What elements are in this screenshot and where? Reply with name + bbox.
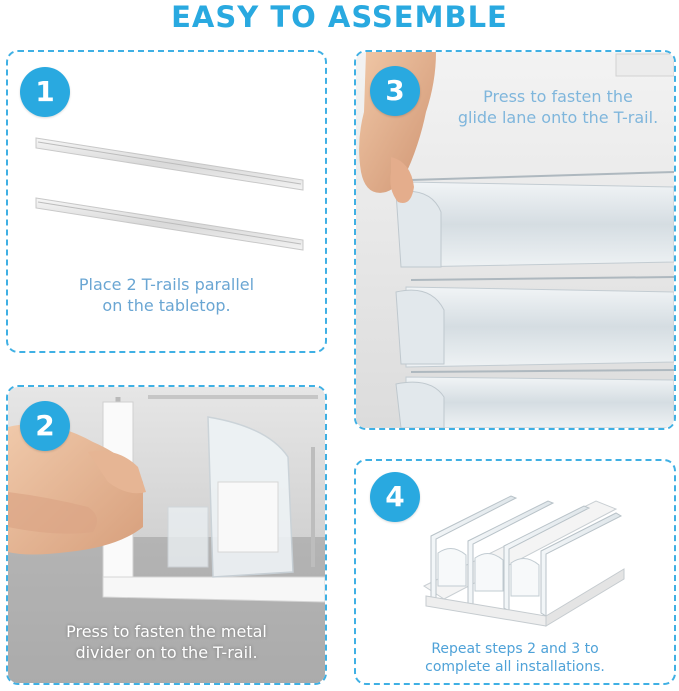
t-rail-bottom <box>35 197 304 251</box>
step-3-badge: 3 <box>370 66 420 116</box>
step-2-panel: 2 Press to fasten the metal <box>6 385 327 685</box>
t-rail-top <box>35 137 304 191</box>
step-4-badge: 4 <box>370 472 420 522</box>
step-1-badge: 1 <box>20 67 70 117</box>
step-3-panel: 3 <box>354 50 676 430</box>
step-1-panel: 1 Place 2 T-rails parallel on the tablet… <box>6 50 327 353</box>
glide-lane-2 <box>395 286 674 368</box>
t-rails-illustration <box>35 137 304 251</box>
step-2-caption: Press to fasten the metal divider on to … <box>66 622 267 662</box>
step-1-caption: Place 2 T-rails parallel on the tabletop… <box>78 275 255 315</box>
step-4-caption: Repeat steps 2 and 3 to complete all ins… <box>425 641 605 675</box>
step-3-caption: Press to fasten the glide lane onto the … <box>457 87 659 127</box>
step-2-badge: 2 <box>20 401 70 451</box>
glide-lane-1 <box>395 181 674 268</box>
glide-lane-photo <box>356 52 674 428</box>
glide-lane-3 <box>395 376 674 428</box>
page-title: EASY TO ASSEMBLE <box>171 0 508 34</box>
assembled-organizer-illustration <box>422 495 625 627</box>
step-4-panel: 4 Repeat steps 2 and 3 to complete all i… <box>354 459 676 685</box>
